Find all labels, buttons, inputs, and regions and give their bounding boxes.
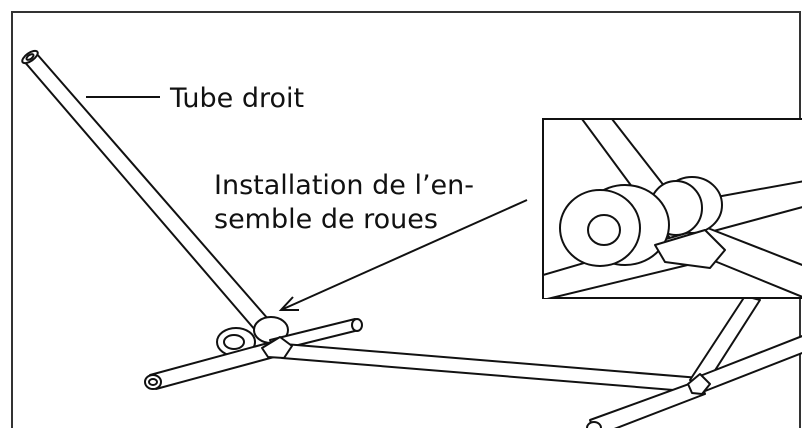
label-wheel-install-line2: semble de roues [214, 204, 438, 235]
rear-bottom-tube [586, 379, 706, 428]
detail-inset [542, 118, 802, 299]
short-tube [269, 318, 363, 352]
hub-joint [261, 336, 293, 359]
base-tube [281, 343, 701, 393]
label-straight-tube: Tube droit [170, 83, 305, 114]
front-leg-tube [144, 342, 275, 390]
wheel-pointer-arrow [278, 199, 528, 311]
rear-joint [687, 373, 711, 395]
label-wheel-install-line1: Installation de l’en- [214, 170, 475, 201]
